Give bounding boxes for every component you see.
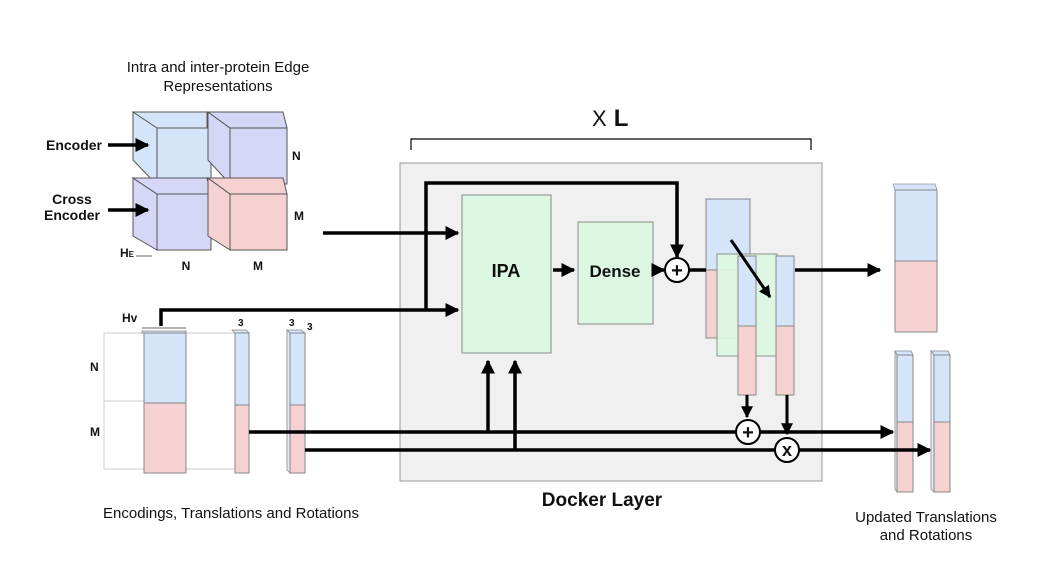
svg-text:XL: XL <box>592 105 628 132</box>
translations-bar <box>231 329 250 474</box>
he-label: HE <box>120 246 135 260</box>
edge-title-line2: Representations <box>163 78 272 95</box>
encodings-caption: Encodings, Translations and Rotations <box>103 505 359 522</box>
cross-encoder-label-line2: Encoder <box>44 207 101 223</box>
svg-text:HE: HE <box>120 246 135 260</box>
edge-m-right-label: M <box>294 209 304 223</box>
edge-n-bottom-label: N <box>182 259 191 273</box>
rotation-compose-operator <box>774 437 800 463</box>
edge-m-bottom-label: M <box>253 259 263 273</box>
updated-caption-line2: and Rotations <box>880 527 973 544</box>
split-arrow <box>729 239 772 298</box>
output-node-features <box>892 183 938 333</box>
ipa-output-stack <box>705 198 795 396</box>
residual-add-symbol: + <box>671 260 683 282</box>
node-to-ipa-arrow <box>159 303 460 326</box>
output-rotations <box>930 349 951 493</box>
dense-label: Dense <box>589 262 640 281</box>
repeat-bracket <box>410 138 812 150</box>
node-n-label: N <box>90 360 99 374</box>
residual-add-operator <box>664 257 690 283</box>
edge-cube-encoder-intra <box>131 111 212 187</box>
edge-n-right-label: N <box>292 149 301 163</box>
dense-block <box>577 221 654 325</box>
node-m-label: M <box>90 425 100 439</box>
translation-add-symbol: + <box>742 422 754 444</box>
translations-dim-label: 3 <box>238 318 244 329</box>
ipa-label: IPA <box>492 261 521 281</box>
residual-skip-arrow <box>424 181 684 310</box>
updated-caption-line1: Updated Translations <box>855 509 997 526</box>
edge-cube-cross-intra <box>206 177 288 251</box>
rotations-dim-label-2: 3 <box>307 322 313 333</box>
output-translations <box>894 350 914 494</box>
hv-label: Hv <box>122 311 138 325</box>
translation-add-operator <box>735 419 761 445</box>
edge-title-line1: Intra and inter-protein Edge <box>127 59 310 76</box>
cross-encoder-label-line1: Cross <box>52 191 92 207</box>
rotations-dim-label-1: 3 <box>289 318 295 329</box>
encoder-label: Encoder <box>46 137 103 153</box>
docker-layer-label: Docker Layer <box>542 490 663 511</box>
rotations-bar <box>286 329 307 474</box>
ipa-block <box>461 194 552 354</box>
node-features-bar <box>141 330 187 474</box>
edge-cube-cross-inter <box>131 177 212 251</box>
edge-cube-encoder-inter <box>206 111 288 186</box>
rotation-compose-symbol: x <box>782 440 792 460</box>
